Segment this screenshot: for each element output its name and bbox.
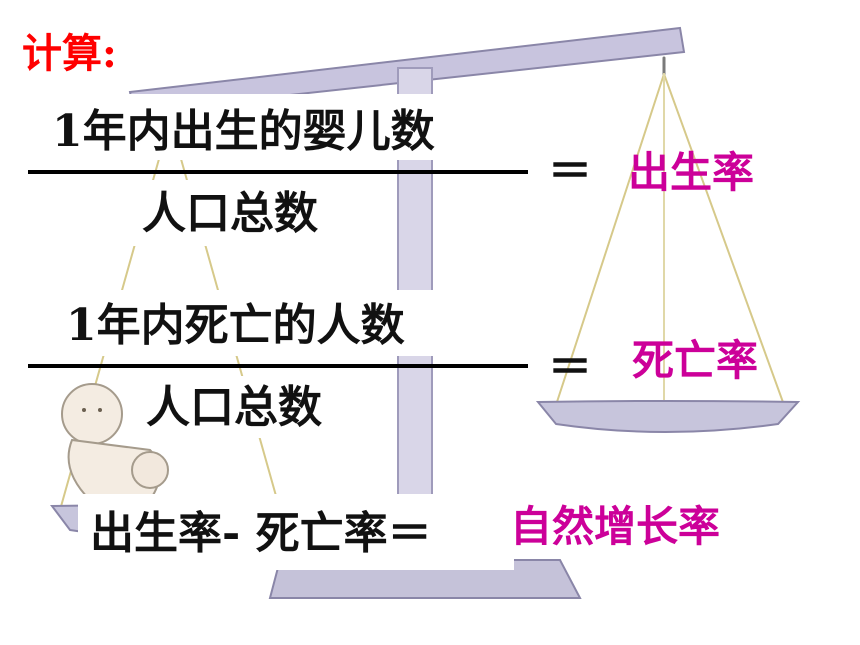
formula1-numerator: 1年内出生的婴儿数 xyxy=(52,106,435,157)
right-pan xyxy=(535,400,801,433)
formula1-denominator-bg xyxy=(125,180,365,246)
formula2-fraction-bar xyxy=(28,364,528,368)
baby-illustration xyxy=(61,383,169,501)
formula3-bg xyxy=(78,494,514,570)
formula3-expression: 出生率- 死亡率＝ xyxy=(90,508,432,559)
formula3-result-natural-growth-rate: 自然增长率 xyxy=(510,502,721,551)
formula1-numerator-bg xyxy=(40,94,510,160)
page-title: 计算: xyxy=(22,30,117,77)
formula2-numerator: 1年内死亡的人数 xyxy=(66,300,405,351)
formula1-fraction-bar xyxy=(28,170,528,174)
formula1-denominator: 人口总数 xyxy=(142,188,318,239)
formula2-result-death-rate: 死亡率 xyxy=(632,336,759,385)
formula2-numerator-bg xyxy=(56,290,476,356)
formula1-result-birth-rate: 出生率 xyxy=(628,148,755,197)
formula2-denominator-bg xyxy=(130,376,370,438)
formula2-denominator: 人口总数 xyxy=(146,382,322,433)
formula2-equals: ＝ xyxy=(548,342,592,393)
formula1-equals: ＝ xyxy=(548,146,592,197)
